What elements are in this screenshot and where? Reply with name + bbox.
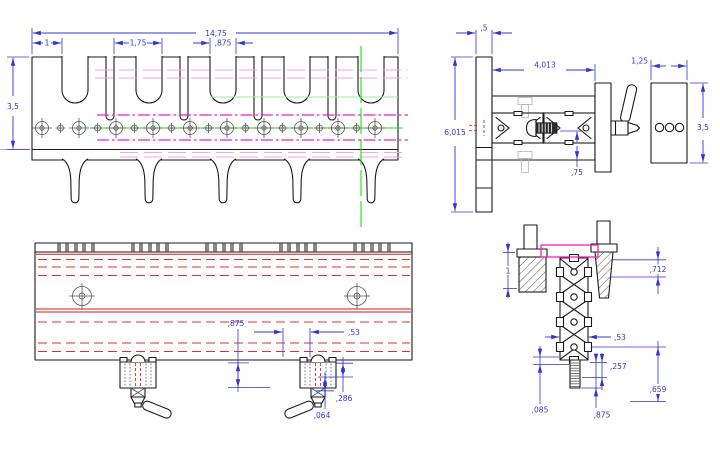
center-bolt-thread xyxy=(535,122,558,134)
dim-stud-length: ,875 xyxy=(594,411,611,420)
dim-slot-width: ,875 xyxy=(215,39,232,48)
left-clamp-section xyxy=(518,256,547,293)
right-clamp-stem xyxy=(596,220,611,245)
highlighted-plate-section xyxy=(540,244,599,258)
dim-end-tooth-width: 1 xyxy=(45,39,50,48)
dim-plate-height: 3,5 xyxy=(7,102,19,111)
left-clamp-block xyxy=(119,354,157,408)
rail-bottom-bar xyxy=(491,142,596,161)
front-view: 14,75 1 1,75 ,875 3,5 xyxy=(0,28,408,228)
rail-top-bar xyxy=(491,95,596,114)
dim-286: ,286 xyxy=(336,394,353,403)
clamp-mount-plate xyxy=(594,82,612,173)
top-view-dimensions: ,875 ,53 ,286 ,064 xyxy=(228,319,361,420)
dim-085: ,085 xyxy=(532,406,549,415)
dim-clamp-offset: ,53 xyxy=(348,328,360,337)
section-view-dimensions: 1 ,712 ,53 ,257 ,659 xyxy=(503,242,672,420)
dim-064: ,064 xyxy=(314,411,331,420)
dim-flange-offset: ,75 xyxy=(571,168,583,177)
dim-end-plate-width: 1,25 xyxy=(631,57,648,66)
comb-plate-edge xyxy=(475,56,493,213)
dim-rail-length: 4,013 xyxy=(534,61,556,70)
clamp-lever-handle xyxy=(620,84,638,123)
dim-659: ,659 xyxy=(650,385,667,394)
top-view: ,875 ,53 ,286 ,064 xyxy=(34,242,413,420)
front-view-dimensions: 14,75 1 1,75 ,875 3,5 xyxy=(3,28,399,150)
dim-extrusion-width: ,53 xyxy=(614,333,626,342)
plate-top-face xyxy=(34,242,413,361)
right-clamp-block xyxy=(299,354,337,408)
dim-end-plate-height: 3,5 xyxy=(697,123,709,132)
dim-overall-width: 14,75 xyxy=(205,29,227,38)
clamp-nose xyxy=(627,121,641,135)
threaded-stud xyxy=(569,359,581,389)
right-clamp-lever xyxy=(284,400,314,419)
dim-clamp-block: ,875 xyxy=(228,319,245,328)
side-view-dimensions: ,5 6,015 4,013 ,75 1,25 xyxy=(443,24,712,213)
dim-clamp-depth: 1 xyxy=(506,267,511,276)
right-clamp-section xyxy=(594,251,614,299)
dim-plate-thickness: ,5 xyxy=(480,24,487,33)
dim-712: ,712 xyxy=(650,265,667,274)
clamp-body xyxy=(610,120,629,136)
left-clamp-lever xyxy=(142,400,172,419)
center-bolt-head xyxy=(525,118,537,138)
dim-overall-height: 6,015 xyxy=(444,128,466,137)
dim-257: ,257 xyxy=(610,362,627,371)
left-clamp-stem xyxy=(523,224,538,250)
section-view: 1 ,712 ,53 ,257 ,659 xyxy=(503,220,672,420)
side-view: ,5 6,015 4,013 ,75 1,25 xyxy=(443,24,712,213)
dim-tooth-pitch: 1,75 xyxy=(130,39,147,48)
